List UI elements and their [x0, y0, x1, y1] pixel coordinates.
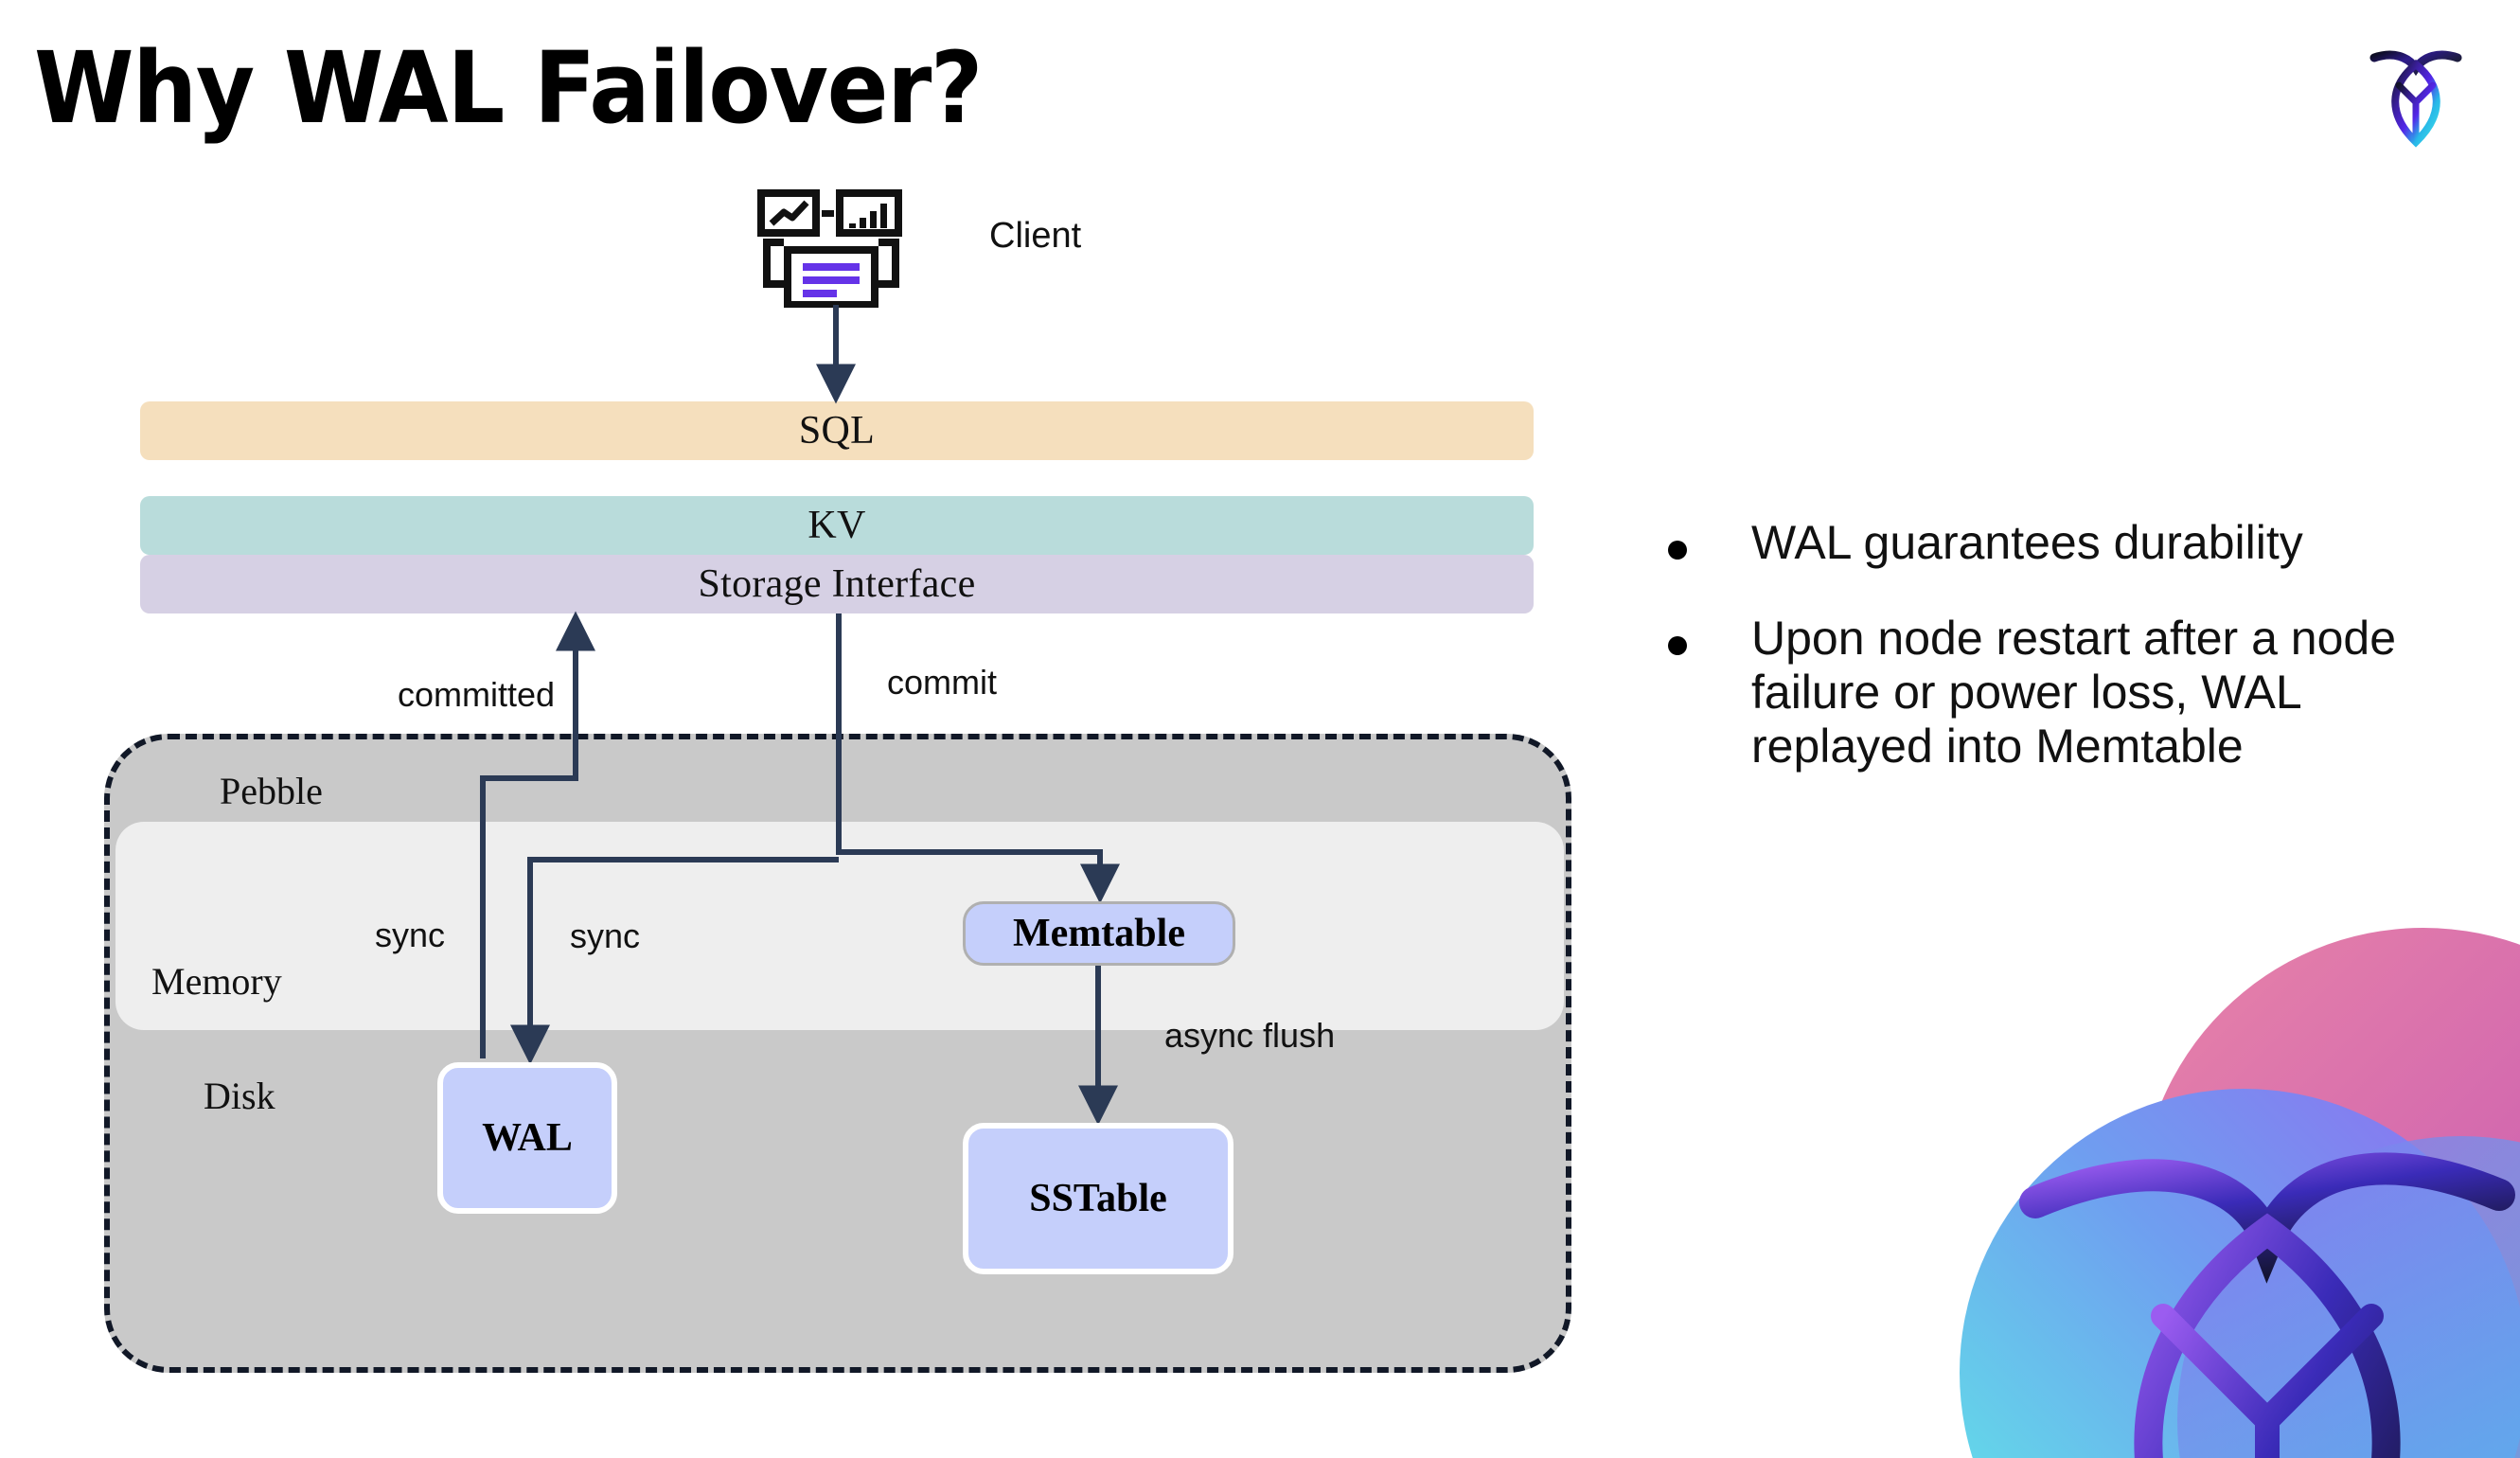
node-sstable: SSTable [963, 1123, 1233, 1274]
edge-label-sync-a: sync [375, 916, 446, 954]
page-title: Why WAL Failover? [34, 30, 983, 146]
node-label-wal: WAL [482, 1116, 573, 1160]
node-label-sstable: SSTable [1029, 1177, 1167, 1220]
list-item: Upon node restart after a node failure o… [1668, 612, 2454, 773]
decorative-brand-mark [1931, 928, 2520, 1458]
edge-label-async-flush: async flush [1164, 1016, 1336, 1055]
bullet-dot-icon [1668, 636, 1687, 655]
memory-label: Memory [151, 960, 282, 1003]
layer-label-sql: SQL [798, 409, 876, 453]
node-wal: WAL [437, 1062, 617, 1214]
bullet-dot-icon [1668, 541, 1687, 560]
pebble-label: Pebble [220, 770, 323, 812]
layer-bar-storage-interface: Storage Interface [140, 555, 1534, 613]
memory-region [115, 822, 1564, 1030]
layer-label-storage-interface: Storage Interface [698, 562, 976, 606]
bullet-list: WAL guarantees durability Upon node rest… [1668, 516, 2454, 815]
layer-bar-kv: KV [140, 496, 1534, 555]
node-label-memtable: Memtable [1013, 912, 1185, 955]
edge-label-committed: committed [398, 675, 556, 714]
edge-label-commit: commit [887, 663, 997, 702]
bullet-text: Upon node restart after a node failure o… [1751, 612, 2397, 773]
node-memtable: Memtable [963, 901, 1235, 966]
client-label: Client [989, 216, 1082, 256]
list-item: WAL guarantees durability [1668, 516, 2454, 570]
layer-label-kv: KV [807, 504, 866, 547]
disk-label: Disk [204, 1075, 275, 1117]
bullet-text: WAL guarantees durability [1751, 516, 2303, 569]
architecture-diagram: Client SQL KV Storage Interface Pebble M… [104, 189, 1571, 1373]
cockroach-logo-icon [2350, 27, 2482, 159]
layer-bar-sql: SQL [140, 401, 1534, 460]
edge-label-sync-b: sync [570, 916, 641, 955]
client-dashboard-icon [757, 189, 909, 309]
